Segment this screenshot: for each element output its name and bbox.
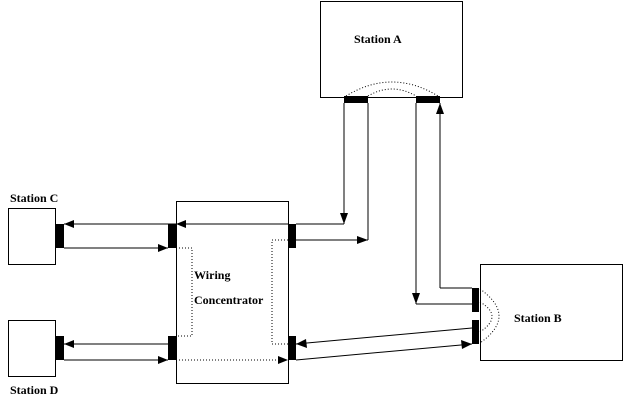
concentrator-label-line1: Wiring — [194, 268, 230, 282]
station-b-bypass-outer — [479, 288, 500, 344]
station-a-bypass-outer — [345, 81, 439, 97]
concentrator-port-c — [168, 224, 176, 248]
concentrator-box — [176, 201, 289, 384]
internal-path-c-d — [176, 247, 193, 337]
station-a: Station A — [320, 1, 463, 103]
station-b-port-bottom — [472, 320, 479, 344]
arrow-to-c — [64, 220, 74, 228]
arrow-b-to-conc — [296, 339, 307, 348]
arrow-b-to-a — [436, 103, 444, 114]
station-a-box — [320, 1, 463, 98]
station-c-label: Station C — [10, 191, 58, 205]
arrow-internal-to-b-port — [278, 356, 288, 364]
station-d-box — [8, 320, 56, 377]
concentrator-port-a — [288, 224, 296, 248]
station-a-port-left — [344, 96, 368, 103]
concentrator-port-b — [288, 336, 296, 360]
station-b-port-top — [472, 288, 479, 312]
wiring-concentrator: Wiring Concentrator — [168, 201, 296, 384]
arrow-conc-to-b — [461, 340, 472, 349]
station-c: Station C — [8, 191, 64, 265]
concentrator-label-line2: Concentrator — [194, 293, 264, 307]
arrow-from-d — [158, 356, 168, 364]
station-c-box — [8, 208, 56, 265]
station-d-port — [56, 336, 64, 360]
wire-conc-to-b — [295, 343, 473, 361]
arrow-into-a-return — [357, 236, 368, 244]
station-d: Station D — [8, 320, 64, 397]
station-c-port — [56, 224, 64, 248]
station-b-label: Station B — [514, 311, 562, 325]
station-a-port-right — [416, 96, 440, 103]
station-a-label: Station A — [354, 32, 402, 46]
arrow-a-to-b — [412, 293, 420, 304]
arrow-a-down — [340, 213, 348, 224]
arrow-to-d — [64, 340, 74, 348]
wire-b-to-conc — [295, 327, 473, 345]
concentrator-port-d — [168, 336, 176, 360]
station-b: Station B — [472, 264, 623, 361]
ring-wires — [64, 103, 473, 364]
station-b-box — [480, 264, 623, 361]
arrow-into-conc-top — [176, 220, 186, 228]
station-d-label: Station D — [10, 383, 59, 397]
arrow-from-c — [158, 244, 168, 252]
